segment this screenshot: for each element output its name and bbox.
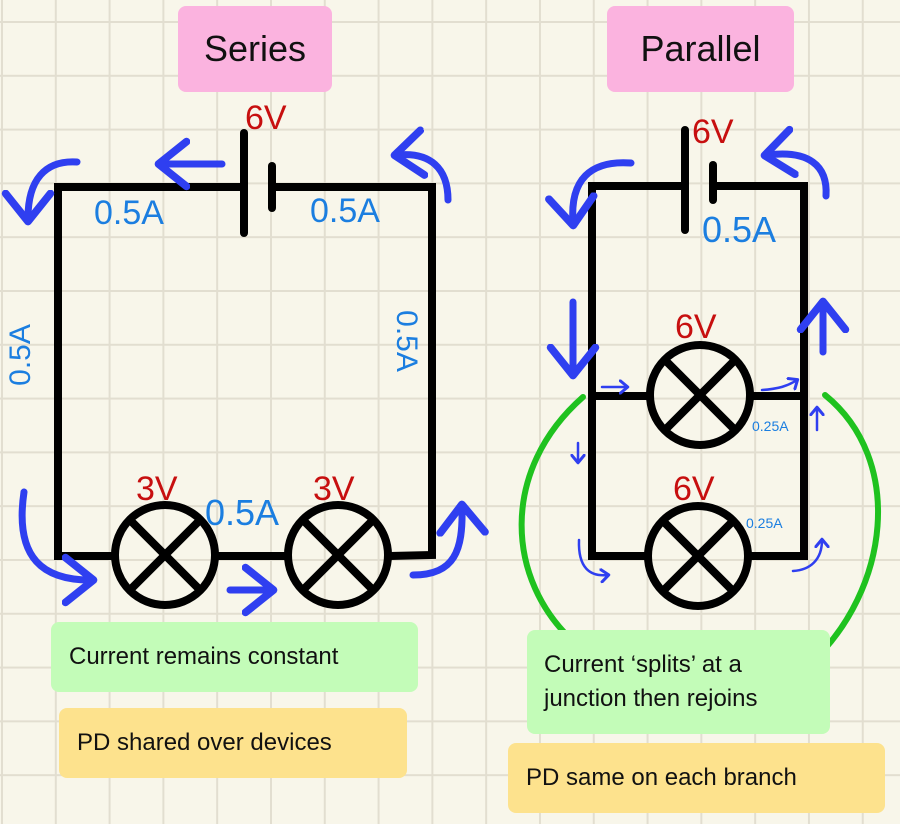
series-current-between-lamps: 0.5A: [205, 492, 280, 533]
parallel-note-current-text: Current ‘splits’ at a junction then rejo…: [544, 651, 758, 712]
series-supply-voltage: 6V: [245, 99, 287, 137]
series-note-pd: PD shared over devices: [59, 708, 407, 778]
parallel-title-text: Parallel: [640, 28, 761, 69]
series-arrow-top-left-icon: [28, 158, 81, 218]
parallel-lamp-2-voltage: 6V: [673, 470, 715, 508]
series-current-top-right: 0.5A: [310, 192, 380, 230]
parallel-lamp-1-icon: [646, 341, 754, 449]
parallel-arrow-top-left-icon: [573, 159, 635, 222]
parallel-branch-2-current: 0.25A: [746, 515, 783, 531]
series-lamp-2-icon: [284, 501, 392, 609]
parallel-current-main: 0.5A: [702, 209, 777, 250]
parallel-lamp-1-voltage: 6V: [675, 308, 717, 346]
series-note-pd-text: PD shared over devices: [77, 729, 332, 756]
branch-arrow-out-2-icon: [791, 540, 822, 573]
series-current-right: 0.5A: [389, 310, 423, 372]
parallel-note-pd: PD same on each branch: [508, 743, 885, 813]
parallel-arrow-top-right-icon: [768, 154, 830, 200]
parallel-cell-icon: [681, 126, 717, 234]
parallel-lamp-2-icon: [644, 502, 752, 610]
series-current-top-left: 0.5A: [94, 194, 164, 232]
junction-bracket-left: [518, 394, 586, 646]
series-arrow-bottom-left-icon: [18, 488, 90, 580]
series-lamp-2-voltage: 3V: [313, 470, 355, 508]
series-note-current: Current remains constant: [51, 622, 418, 692]
series-arrow-bottom-right-icon: [409, 508, 462, 579]
series-note-current-text: Current remains constant: [69, 643, 339, 670]
series-title: Series: [178, 6, 332, 92]
series-lamp-1-voltage: 3V: [136, 470, 178, 508]
parallel-note-current: Current ‘splits’ at a junction then rejo…: [527, 630, 830, 734]
parallel-title: Parallel: [607, 6, 794, 92]
parallel-supply-voltage: 6V: [692, 113, 734, 151]
series-cell-icon: [240, 129, 276, 237]
junction-bracket-right: [807, 392, 881, 667]
series-lamp-1-icon: [111, 501, 219, 609]
parallel-circuit: [518, 126, 881, 667]
branch-arrow-in-2-icon: [577, 538, 608, 575]
series-circuit: [22, 133, 462, 605]
series-arrow-top-right-icon: [398, 155, 452, 204]
parallel-branch-1-current: 0.25A: [752, 418, 789, 434]
series-title-text: Series: [203, 28, 307, 69]
series-current-left: 0.5A: [3, 324, 37, 386]
branch-arrow-out-1-icon: [760, 380, 797, 392]
parallel-note-pd-text: PD same on each branch: [526, 764, 797, 791]
